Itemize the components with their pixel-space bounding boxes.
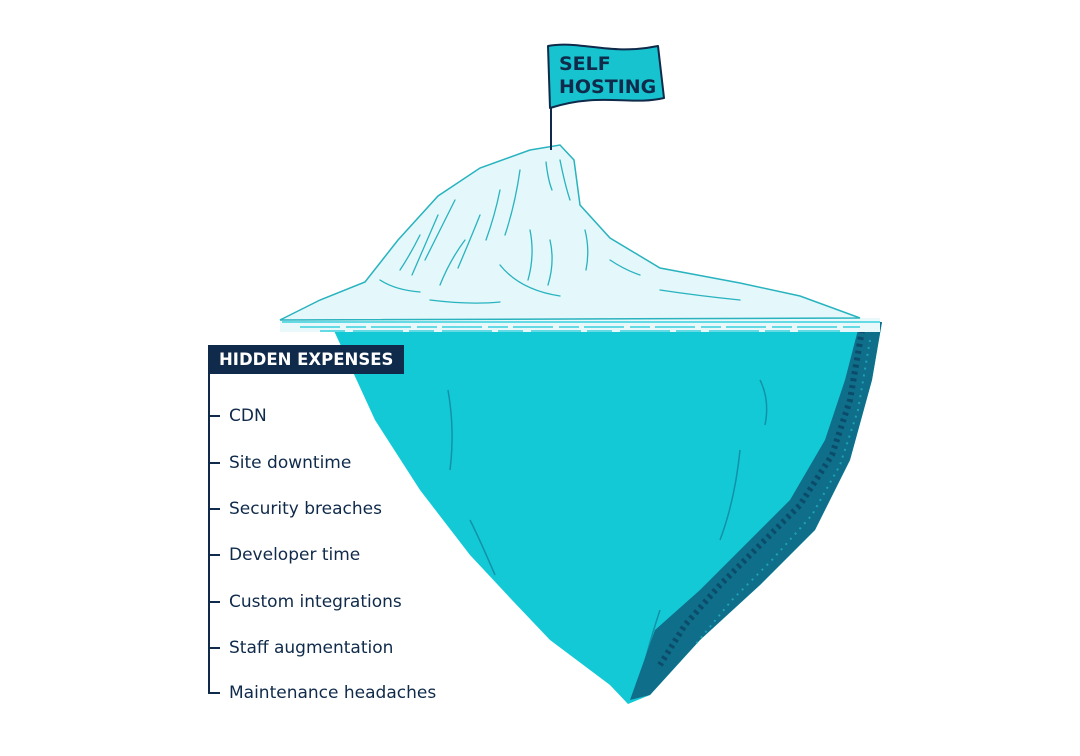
flag: SELF HOSTING xyxy=(547,43,665,109)
legend-tick xyxy=(208,462,220,464)
legend-tick xyxy=(208,554,220,556)
legend-item: Site downtime xyxy=(208,451,351,475)
legend-item-label: Staff augmentation xyxy=(229,638,394,658)
legend-tick xyxy=(208,415,220,417)
legend-item-label: CDN xyxy=(229,406,267,426)
legend-item-label: Maintenance headaches xyxy=(229,683,437,703)
iceberg-shadow-side xyxy=(630,322,882,700)
legend-tick xyxy=(208,508,220,510)
legend-tick xyxy=(208,692,220,694)
legend-item: Maintenance headaches xyxy=(208,681,436,705)
iceberg-underwater xyxy=(330,322,882,704)
legend-item: Staff augmentation xyxy=(208,636,393,660)
iceberg-shadow-texture-2 xyxy=(694,339,871,646)
iceberg-shadow-texture xyxy=(657,329,865,667)
legend-item: Developer time xyxy=(208,543,360,567)
legend-title: HIDDEN EXPENSES xyxy=(208,345,405,374)
legend-item: CDN xyxy=(208,404,267,428)
legend-item-label: Custom integrations xyxy=(229,592,402,612)
water-surface-lines xyxy=(282,321,880,337)
legend-item: Custom integrations xyxy=(208,590,402,614)
legend-vertical-line xyxy=(208,374,210,694)
legend-item-label: Site downtime xyxy=(229,453,352,473)
iceberg-tip xyxy=(279,144,861,321)
legend-tick xyxy=(208,647,220,649)
flag-text-line1: SELF xyxy=(559,53,611,75)
flag-text-line2: HOSTING xyxy=(559,76,656,98)
tip-sketch-lines xyxy=(379,159,741,304)
legend-item-label: Security breaches xyxy=(229,499,382,519)
legend-tick xyxy=(208,601,220,603)
flag-cloth xyxy=(547,43,665,109)
legend-item-label: Developer time xyxy=(229,545,361,565)
underwater-sketch-lines xyxy=(447,379,768,681)
legend-item: Security breaches xyxy=(208,497,382,521)
